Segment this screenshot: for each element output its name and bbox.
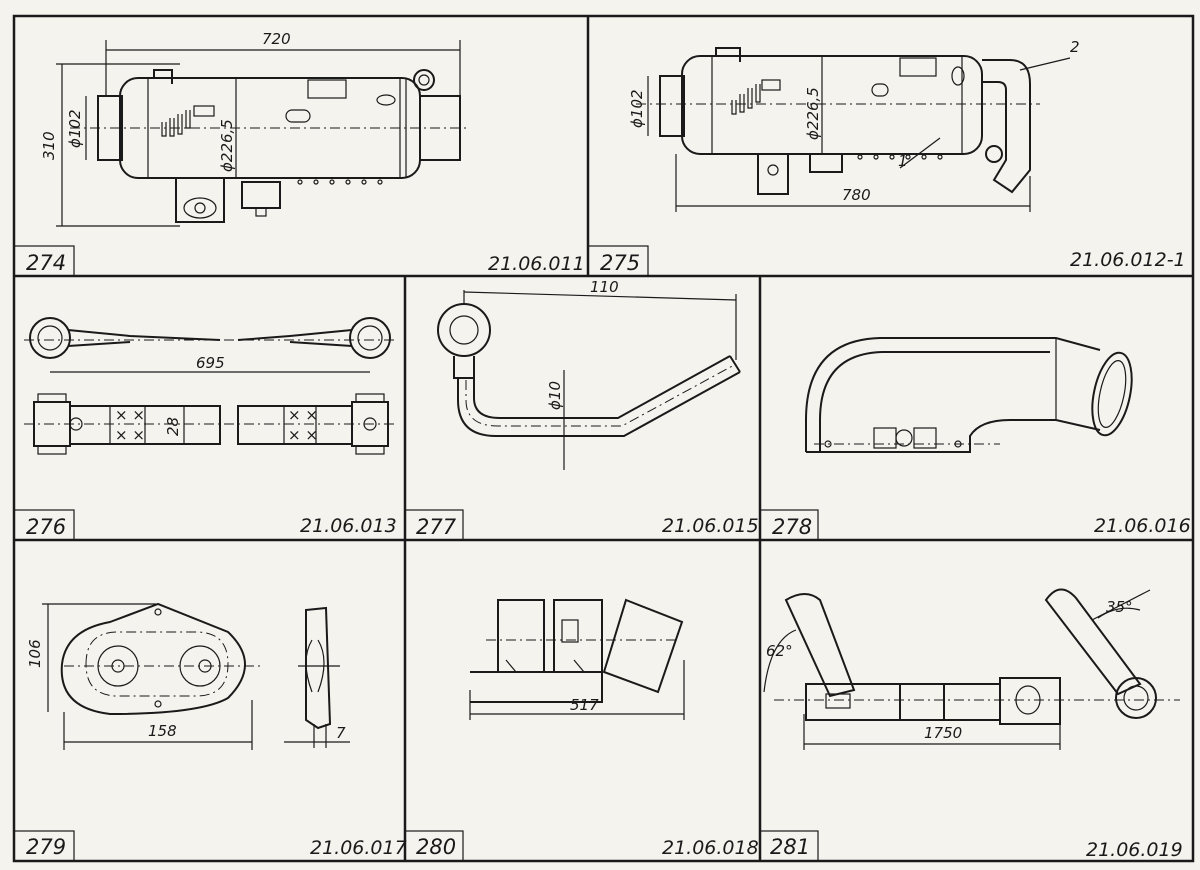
part-code: 21.06.012-1 [1070, 249, 1186, 271]
dimension-length: 695 [196, 354, 225, 372]
callout-1: 1 [898, 152, 908, 170]
dimension-width: 28 [164, 417, 182, 436]
dimension-dia-large: ϕ226,5 [804, 87, 822, 140]
bracket-drawing [24, 317, 396, 455]
panel-276: 276 21.06.013 [24, 317, 397, 539]
part-code: 21.06.015 [662, 515, 759, 537]
angle-right: 35° [1106, 598, 1133, 616]
dimension-length: 720 [262, 30, 291, 48]
pipe-bracket-drawing [437, 290, 741, 470]
dimension-dia-small: ϕ102 [628, 89, 646, 128]
callout-2: 2 [1070, 38, 1080, 56]
panel-279: 279 21.06.017 158 106 7 [26, 602, 407, 859]
dimension-lines [647, 56, 1071, 212]
cross-marks: × × [288, 426, 318, 444]
panel-number: 278 [772, 515, 812, 539]
exhaust-pipe-drawing [805, 337, 1133, 453]
dimension-length: 110 [590, 278, 619, 296]
dimension-height: 106 [26, 639, 44, 668]
muffler-drawing [70, 69, 470, 223]
panel-281: 281 21.06.019 1750 62° 35° [763, 588, 1183, 861]
dimension-length: 517 [570, 696, 599, 714]
cross-marks: × × [115, 426, 145, 444]
dimension-length: 780 [842, 186, 871, 204]
exhaust-system-drawing [763, 588, 1180, 750]
panel-number: 280 [416, 835, 456, 859]
panel-number: 277 [416, 515, 457, 539]
dimension-length: 1750 [924, 724, 962, 742]
dimension-height: 310 [40, 131, 58, 160]
panel-number: 281 [770, 835, 810, 859]
muffler-drawing [636, 47, 1040, 195]
dimension-thickness: 7 [336, 724, 346, 742]
gasket-drawing [42, 602, 350, 750]
dimension-width: 158 [148, 722, 177, 740]
panel-number: 275 [600, 251, 640, 275]
panel-277: 277 21.06.015 110 ϕ10 [416, 278, 759, 539]
part-code: 21.06.017 [310, 837, 407, 859]
part-code: 21.06.019 [1086, 839, 1183, 861]
sheet-frame [12, 14, 1195, 863]
part-code: 21.06.016 [1094, 515, 1191, 537]
muffler-assembly-drawing [469, 598, 685, 720]
dimension-dia-small: ϕ102 [66, 109, 84, 148]
cross-marks: × × [115, 406, 145, 424]
panel-number: 274 [26, 251, 66, 275]
panel-278: 278 21.06.016 [772, 337, 1191, 539]
part-code: 21.06.018 [662, 837, 759, 859]
cross-marks: × × [288, 406, 318, 424]
dimension-dia: ϕ10 [546, 381, 564, 410]
panel-280: 280 21.06.018 517 [416, 598, 759, 859]
angle-left: 62° [766, 642, 793, 660]
part-code: 21.06.011 [488, 253, 585, 275]
panel-275: 275 21.06.012-1 [600, 38, 1186, 275]
part-code: 21.06.013 [300, 515, 397, 537]
panel-number: 279 [26, 835, 66, 859]
panel-number: 276 [26, 515, 66, 539]
dimension-lines [56, 40, 461, 227]
panel-274: 274 21.06.011 [26, 30, 585, 275]
dimension-dia-large: ϕ226,5 [218, 119, 236, 172]
